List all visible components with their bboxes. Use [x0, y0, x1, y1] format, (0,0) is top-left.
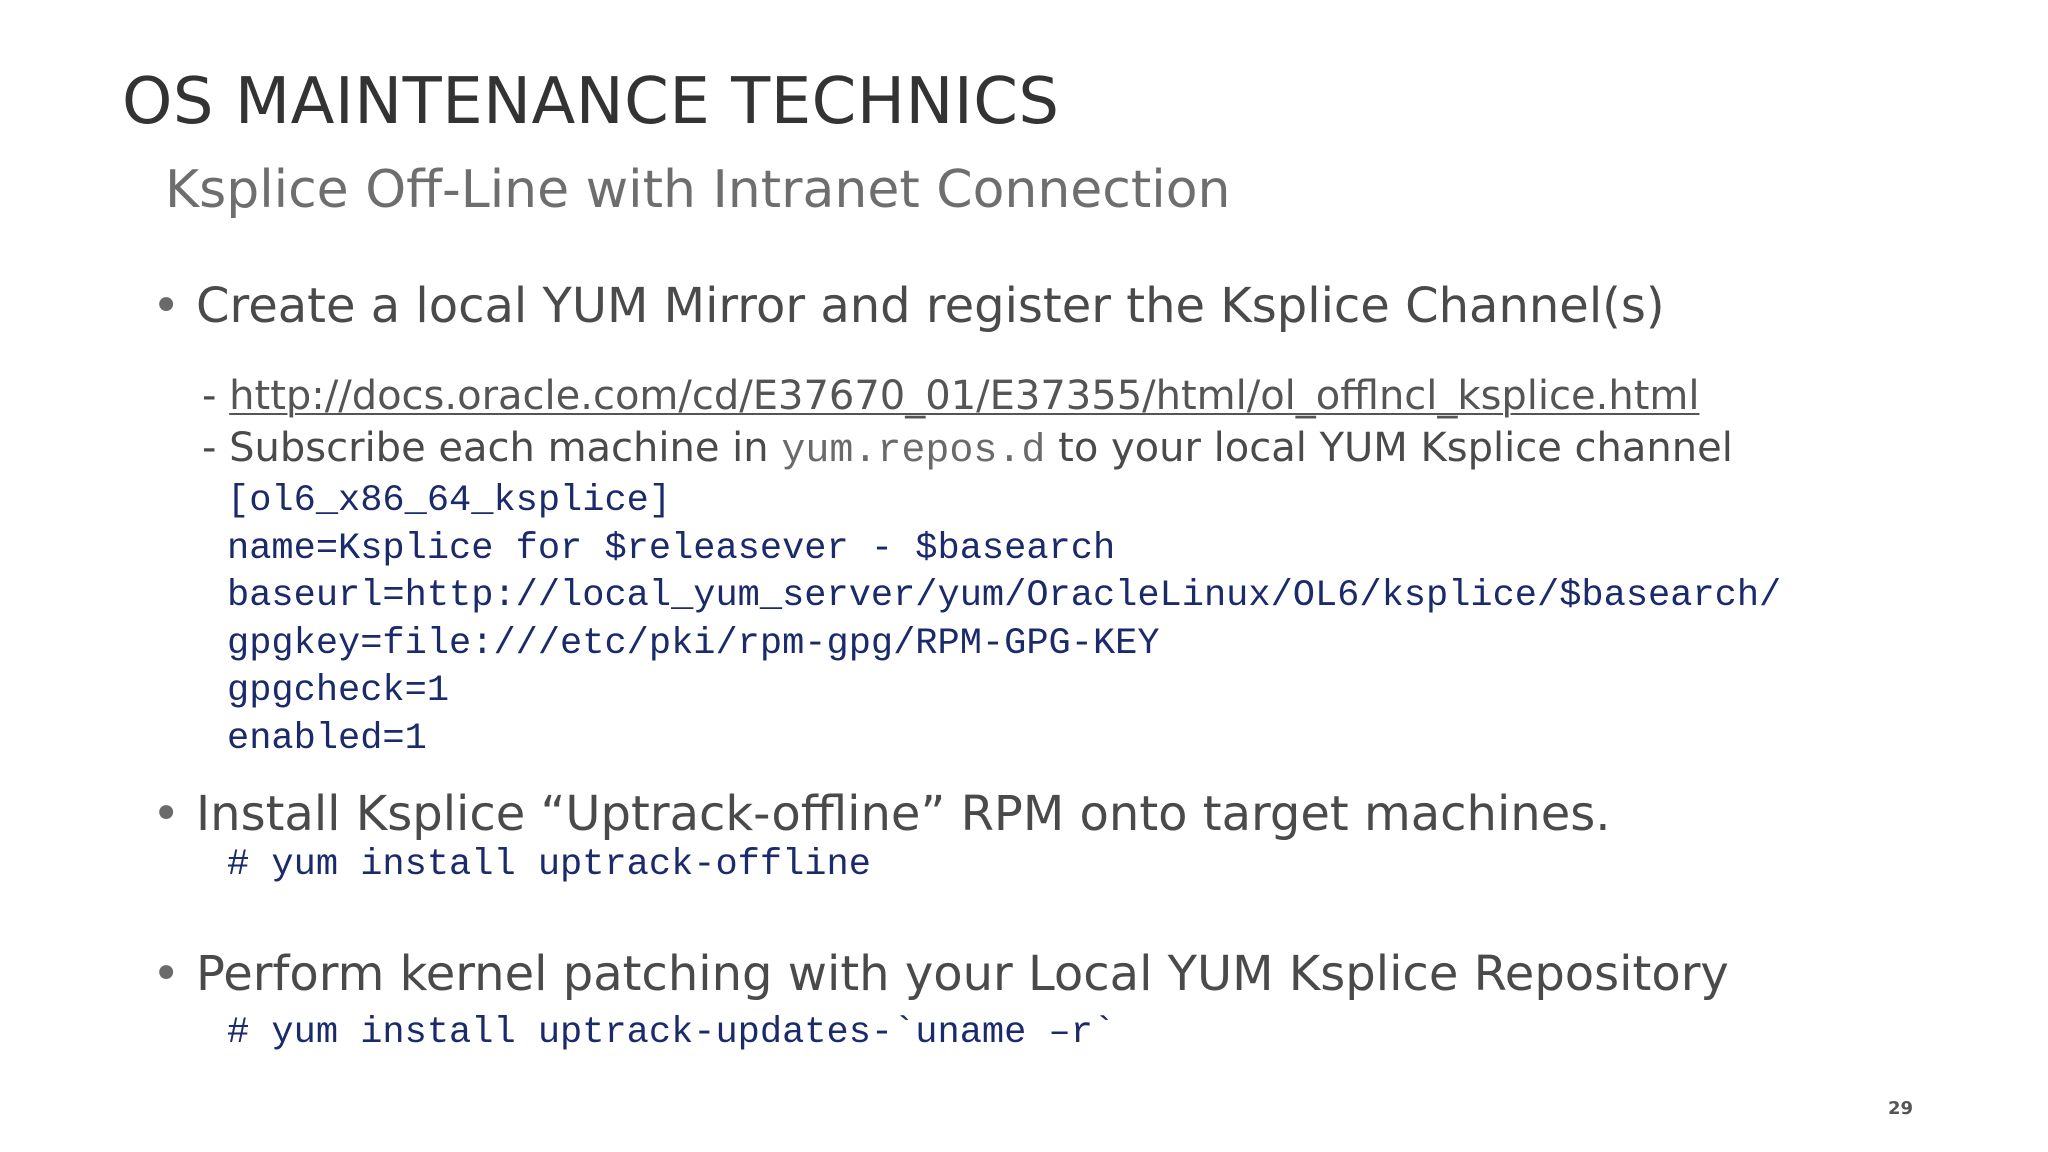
bullet-text: Install Ksplice “Uptrack-offline” RPM on…: [196, 786, 1611, 842]
code-line: enabled=1: [227, 718, 427, 760]
code-line: gpgcheck=1: [227, 670, 450, 712]
slide-title: OS MAINTENANCE TECHNICS: [122, 65, 1060, 139]
code-line: # yum install uptrack-updates-`uname –r`: [227, 1012, 1116, 1054]
bullet-item-kernel-patching: •Perform kernel patching with your Local…: [152, 950, 1729, 998]
bullet-dot: •: [152, 786, 181, 842]
code-line: baseurl=http://local_yum_server/yum/Orac…: [227, 575, 1782, 617]
bullet-text: Perform kernel patching with your Local …: [196, 946, 1729, 1002]
bullet-item-install-uptrack: •Install Ksplice “Uptrack-offline” RPM o…: [152, 790, 1611, 838]
dash: -: [202, 373, 230, 419]
dash: -: [202, 425, 230, 471]
bullet-item-create-mirror: •Create a local YUM Mirror and register …: [152, 282, 1665, 330]
sub-item-subscribe: - Subscribe each machine in yum.repos.d …: [202, 428, 1733, 472]
bullet-text: Create a local YUM Mirror and register t…: [196, 278, 1665, 334]
subscribe-text-before: Subscribe each machine in: [229, 425, 782, 471]
code-line: name=Ksplice for $releasever - $basearch: [227, 528, 1116, 570]
sub-item-doc-link: - http://docs.oracle.com/cd/E37670_01/E3…: [202, 376, 1699, 416]
subscribe-text-after: to your local YUM Ksplice channel: [1045, 425, 1733, 471]
docs-link[interactable]: http://docs.oracle.com/cd/E37670_01/E373…: [229, 373, 1700, 419]
code-line: # yum install uptrack-offline: [227, 844, 871, 886]
page-number: 29: [1888, 1098, 1914, 1119]
code-line: [ol6_x86_64_ksplice]: [227, 480, 672, 522]
bullet-dot: •: [152, 278, 181, 334]
code-line: gpgkey=file:///etc/pki/rpm-gpg/RPM-GPG-K…: [227, 623, 1160, 665]
inline-code-yum-repos: yum.repos.d: [781, 429, 1046, 474]
bullet-dot: •: [152, 946, 181, 1002]
slide-subtitle: Ksplice Off-Line with Intranet Connectio…: [165, 160, 1231, 220]
